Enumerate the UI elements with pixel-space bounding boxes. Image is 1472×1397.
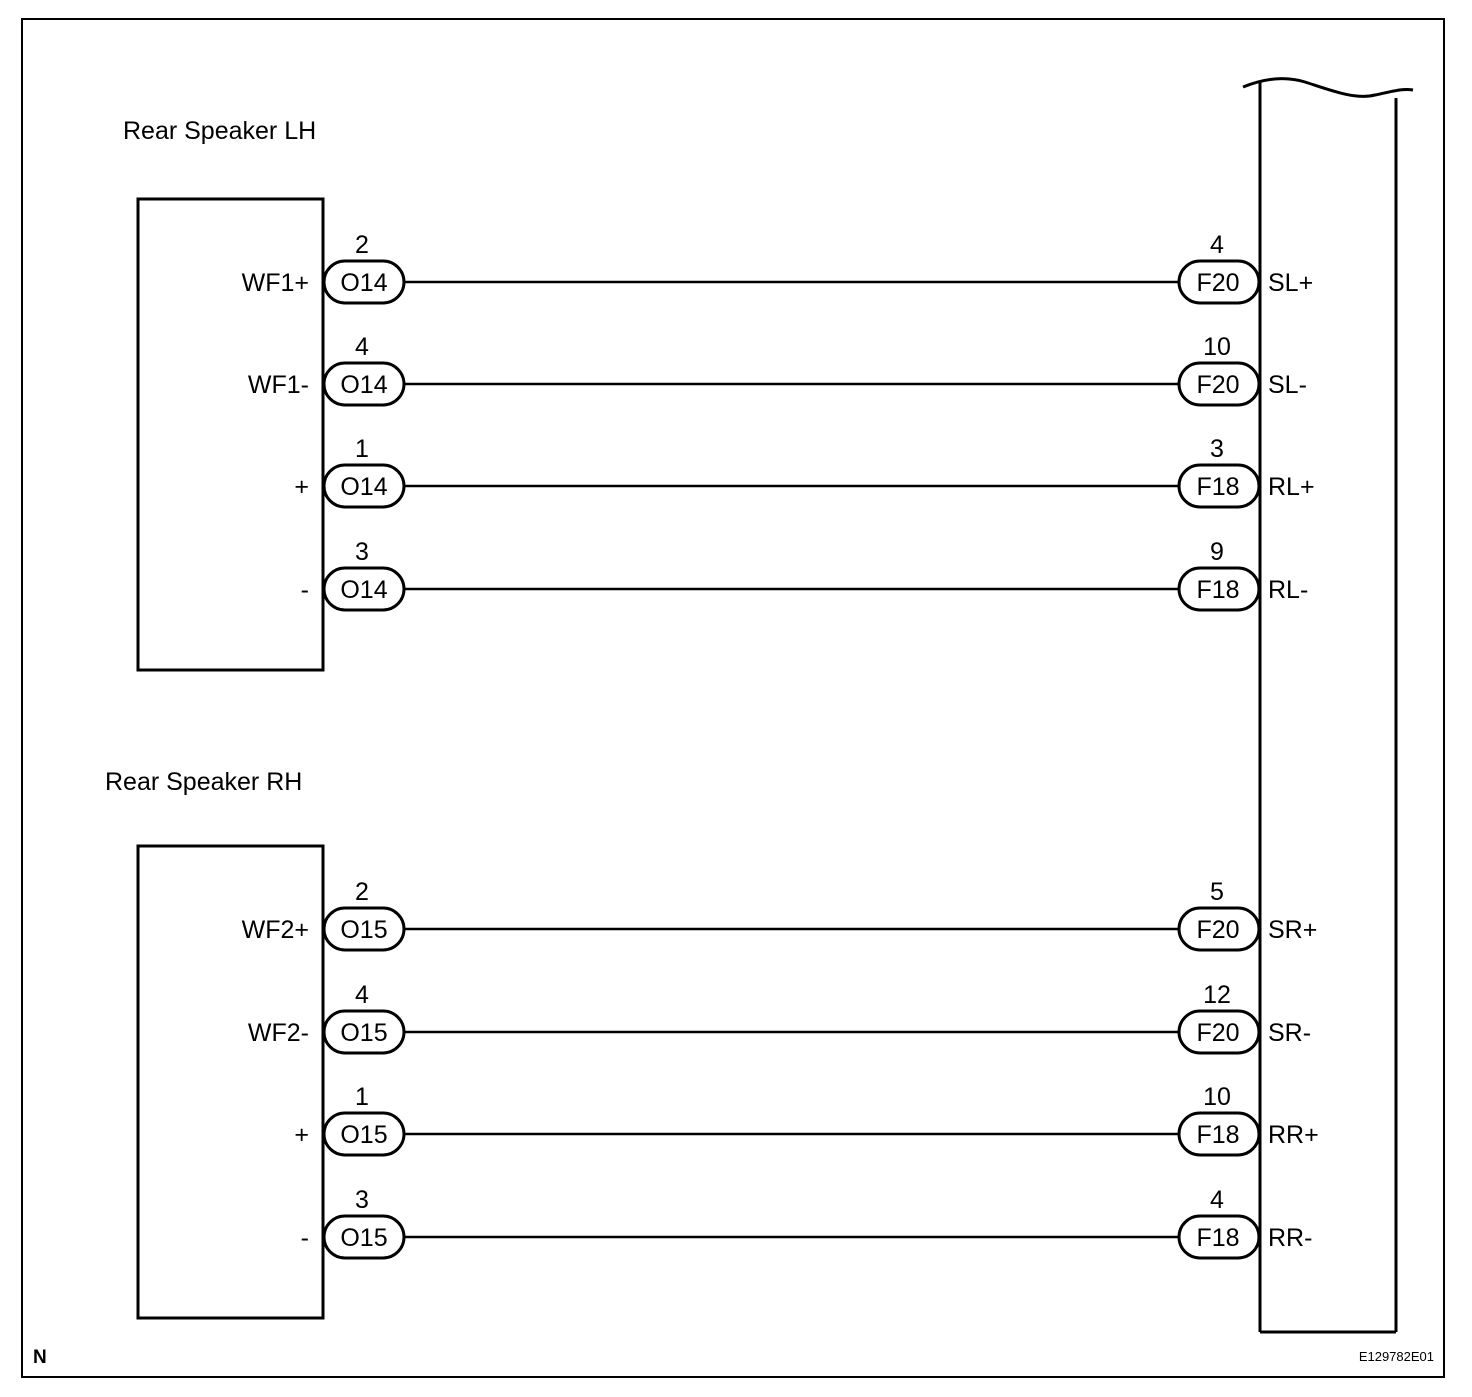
left-connector-code: O15 xyxy=(340,1224,387,1252)
rear-speaker-lh-title: Rear Speaker LH xyxy=(123,117,316,145)
right-pin-number: 4 xyxy=(1210,1186,1224,1214)
left-pin-number: 4 xyxy=(355,333,369,361)
left-connector xyxy=(322,1111,406,1157)
right-connector xyxy=(1177,361,1261,407)
right-terminal-label: SR- xyxy=(1268,1019,1311,1047)
left-terminal-label: - xyxy=(301,1224,309,1252)
right-terminal-label: RL- xyxy=(1268,576,1308,604)
left-connector xyxy=(322,1214,406,1260)
left-terminal-label: - xyxy=(301,576,309,604)
corner-label-left: N xyxy=(33,1347,47,1368)
break-line xyxy=(1242,77,1414,98)
right-connector-code: F18 xyxy=(1196,576,1239,604)
right-pin-number: 5 xyxy=(1210,878,1224,906)
right-terminal-label: RR+ xyxy=(1268,1121,1319,1149)
right-connector xyxy=(1177,463,1261,509)
left-terminal-label: WF1- xyxy=(248,371,309,399)
left-connector-code: O14 xyxy=(340,371,387,399)
left-connector xyxy=(322,463,406,509)
left-connector xyxy=(322,361,406,407)
right-connector-code: F20 xyxy=(1196,1019,1239,1047)
right-pin-number: 3 xyxy=(1210,435,1224,463)
left-pin-number: 2 xyxy=(355,231,369,259)
wire-group: O142WF1+F204SL+O144WF1-F2010SL-O141+F183… xyxy=(242,231,1319,1260)
right-pin-number: 4 xyxy=(1210,231,1224,259)
left-pin-number: 2 xyxy=(355,878,369,906)
right-connector-code: F18 xyxy=(1196,1224,1239,1252)
right-terminal-label: SL+ xyxy=(1268,269,1313,297)
right-connector-code: F18 xyxy=(1196,1121,1239,1149)
right-connector xyxy=(1177,1214,1261,1260)
rear-speaker-rh-title: Rear Speaker RH xyxy=(105,768,302,796)
figure-code: E129782E01 xyxy=(1359,1349,1434,1364)
right-pin-number: 10 xyxy=(1203,333,1231,361)
left-pin-number: 1 xyxy=(355,435,369,463)
outer-frame xyxy=(21,18,1445,1378)
left-terminal-label: WF1+ xyxy=(242,269,309,297)
right-connector-code: F20 xyxy=(1196,269,1239,297)
left-terminal-label: + xyxy=(294,1121,309,1149)
left-connector xyxy=(322,1009,406,1055)
left-connector-code: O14 xyxy=(340,269,387,297)
left-connector-code: O15 xyxy=(340,1121,387,1149)
left-pin-number: 4 xyxy=(355,981,369,1009)
rear-speaker-lh-box xyxy=(136,197,325,672)
left-terminal-label: WF2+ xyxy=(242,916,309,944)
right-terminal-label: SR+ xyxy=(1268,916,1317,944)
left-pin-number: 3 xyxy=(355,538,369,566)
right-terminal-label: SL- xyxy=(1268,371,1307,399)
right-pin-number: 10 xyxy=(1203,1083,1231,1111)
right-connector xyxy=(1177,566,1261,612)
right-connector xyxy=(1177,906,1261,952)
right-connector xyxy=(1177,1111,1261,1157)
left-connector xyxy=(322,906,406,952)
right-connector xyxy=(1177,259,1261,305)
left-connector-code: O15 xyxy=(340,916,387,944)
right-terminal-label: RR- xyxy=(1268,1224,1312,1252)
right-pin-number: 9 xyxy=(1210,538,1224,566)
left-pin-number: 1 xyxy=(355,1083,369,1111)
left-connector-code: O15 xyxy=(340,1019,387,1047)
left-connector-code: O14 xyxy=(340,473,387,501)
left-terminal-label: WF2- xyxy=(248,1019,309,1047)
right-connector xyxy=(1177,1009,1261,1055)
rear-speaker-rh-box xyxy=(136,844,325,1320)
right-pin-number: 12 xyxy=(1203,981,1231,1009)
left-connector xyxy=(322,259,406,305)
left-terminal-label: + xyxy=(294,473,309,501)
left-connector-code: O14 xyxy=(340,576,387,604)
right-connector-code: F20 xyxy=(1196,916,1239,944)
right-component-body xyxy=(1242,77,1414,1334)
right-connector-code: F18 xyxy=(1196,473,1239,501)
right-connector-code: F20 xyxy=(1196,371,1239,399)
left-connector xyxy=(322,566,406,612)
right-terminal-label: RL+ xyxy=(1268,473,1315,501)
left-pin-number: 3 xyxy=(355,1186,369,1214)
